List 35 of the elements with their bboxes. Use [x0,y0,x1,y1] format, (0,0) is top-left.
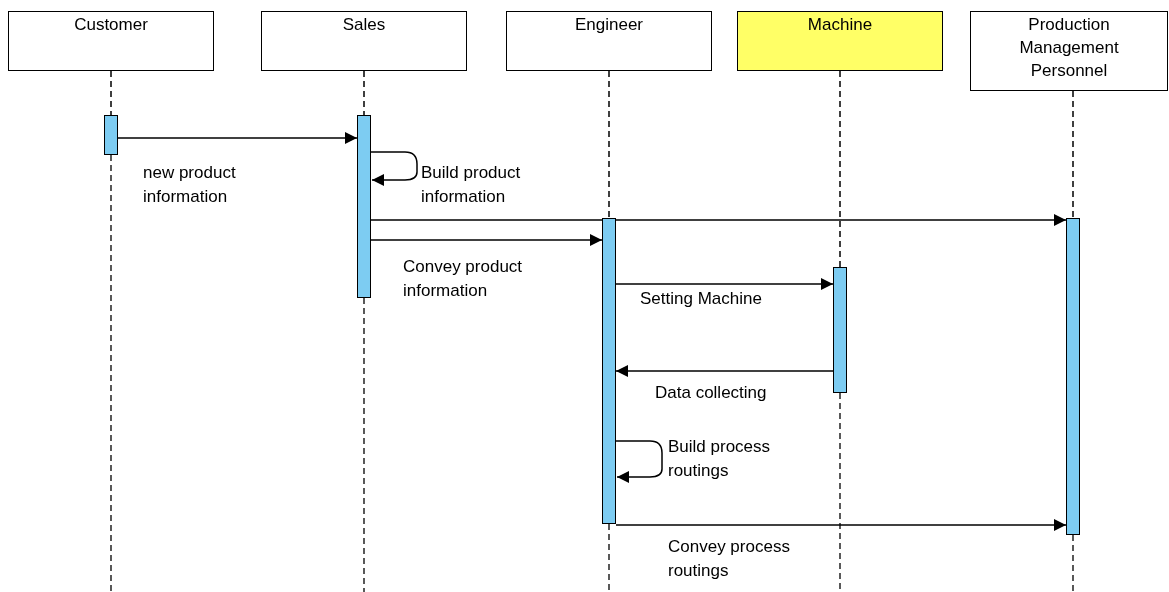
activation-bar [357,115,371,298]
activation-bar [1066,218,1080,535]
activation-bar [104,115,118,155]
message-arrow [615,278,834,290]
message-arrow [117,132,358,144]
participant-box [737,11,943,71]
self-message-arrow [368,151,418,186]
participant-box [8,11,214,71]
activation-bar [602,218,616,524]
participant-name: Production Management Personnel [1018,14,1120,82]
participant-name: Customer [73,14,149,36]
lifeline [1072,90,1074,219]
self-message-arrow [613,440,663,483]
message-arrow [370,234,603,246]
message-label: Build product information [421,162,522,208]
message-arrow [370,214,1067,226]
participant-box [261,11,467,71]
message-label: Convey product information [403,256,524,302]
message-label: Data collecting [655,382,768,404]
lifeline [608,70,610,219]
message-label: Setting Machine [640,288,763,310]
participant-name: Machine [806,14,874,36]
lifeline [363,70,365,116]
message-label: Build process routings [668,436,772,482]
message-label: new product information [143,162,237,208]
message-arrow [615,365,834,377]
activation-bar [833,267,847,393]
lifeline [839,70,841,268]
participant-name: Engineer [573,14,645,36]
participant-box [506,11,712,71]
message-label: Convey process routings [668,536,791,582]
lifeline [110,70,112,116]
message-arrow [615,519,1067,531]
participant-box [970,11,1168,91]
participant-name: Sales [341,14,387,36]
